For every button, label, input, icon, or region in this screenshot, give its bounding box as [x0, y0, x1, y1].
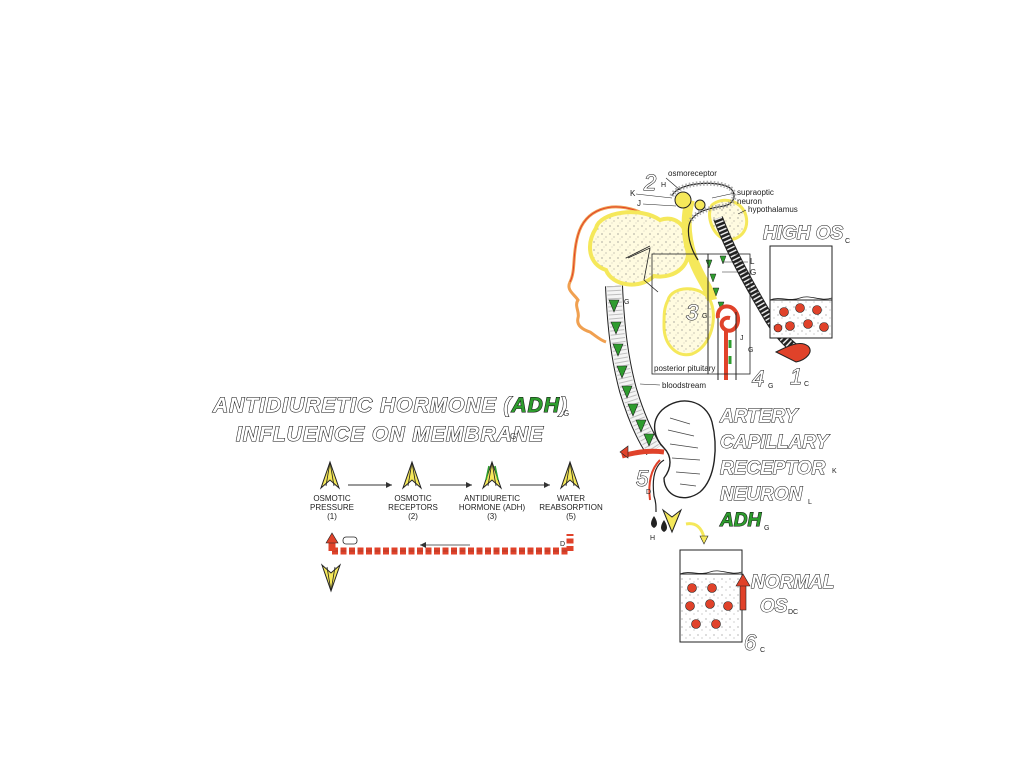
svg-text:OSMOTIC: OSMOTIC: [394, 494, 432, 503]
feedback-loop: D: [325, 532, 574, 555]
svg-text:G: G: [768, 383, 773, 390]
svg-text:WATER: WATER: [557, 494, 585, 503]
kidney-illustration: H 5 D: [619, 400, 716, 545]
legend-receptor: RECEPTOR: [720, 458, 826, 479]
legend: ARTERY CAPILLARY RECEPTOR K NEURON L ADH…: [719, 406, 838, 533]
svg-text:H: H: [650, 535, 655, 542]
svg-text:DC: DC: [788, 609, 798, 616]
svg-text:L: L: [750, 257, 755, 266]
svg-text:G: G: [702, 313, 707, 320]
svg-text:G: G: [750, 268, 756, 277]
title-line1: ANTIDIURETIC HORMONE (ADH): [212, 394, 568, 417]
head-illustration: osmoreceptor supraoptic neuron hypothala…: [567, 169, 811, 455]
flow-row: OSMOTIC PRESSURE (1) OSMOTIC RECEPTORS (…: [310, 460, 603, 593]
flow-arrow: [510, 482, 550, 488]
normal-os-panel: NORMAL OS DC 6 C: [679, 549, 835, 656]
svg-text:OSMOTIC: OSMOTIC: [313, 494, 351, 503]
svg-text:C: C: [845, 238, 850, 245]
title-line1-mark: G: [563, 409, 569, 418]
title-line2: INFLUENCE ON MEMBRANE: [236, 423, 544, 446]
droplet-icon: [661, 520, 667, 532]
title-line2-mark: G': [510, 432, 518, 441]
number-1: 1: [790, 364, 802, 389]
svg-text:K: K: [630, 189, 636, 198]
artery-end: [774, 343, 811, 363]
flow-arrow: [348, 482, 392, 488]
high-os-panel: HIGH OS C: [763, 223, 850, 339]
label-posterior-pituitary: posterior pituitary: [654, 364, 715, 373]
number-3: 3: [686, 300, 699, 325]
receptor-icon: [481, 460, 503, 490]
anterior-pituitary: [662, 287, 715, 357]
receptor-icon: [661, 508, 683, 534]
label-hypothalamus: hypothalamus: [748, 205, 798, 214]
svg-text:(5): (5): [566, 512, 576, 521]
receptor-icon: [319, 460, 341, 490]
receptor-down-icon: [320, 563, 342, 593]
label-bloodstream: bloodstream: [662, 381, 706, 390]
capillary-knot: [715, 304, 741, 380]
svg-text:C: C: [804, 381, 809, 388]
capsule-icon: [342, 536, 358, 545]
number-5: 5: [636, 466, 649, 491]
receptor-icon: [559, 460, 581, 490]
label-neuron: neuron: [737, 197, 762, 206]
svg-text:G: G: [748, 347, 753, 354]
legend-capillary: CAPILLARY: [720, 432, 831, 453]
svg-text:G: G: [624, 299, 629, 306]
up-arrow-icon: [739, 583, 747, 611]
svg-text:(1): (1): [327, 512, 337, 521]
flow-step-5: WATER REABSORPTION (5): [539, 494, 603, 521]
svg-text:PRESSURE: PRESSURE: [310, 503, 354, 512]
legend-adh: ADH: [719, 510, 762, 531]
svg-text:G: G: [764, 525, 769, 532]
flow-step-1: OSMOTIC PRESSURE (1): [310, 494, 354, 521]
title-block: ANTIDIURETIC HORMONE (ADH) G INFLUENCE O…: [211, 393, 569, 446]
svg-text:I: I: [756, 289, 758, 298]
number-2: 2: [643, 170, 656, 195]
feedback-mark: D: [560, 541, 565, 548]
osmoreceptor-cell: [674, 191, 692, 209]
brain: [588, 210, 690, 287]
normal-os-label-2: OS: [760, 596, 788, 617]
adh-arrows-bloodstream: [608, 299, 655, 447]
svg-text:J: J: [740, 335, 744, 342]
svg-text:(2): (2): [408, 512, 418, 521]
svg-text:C: C: [760, 647, 765, 654]
svg-text:K: K: [832, 468, 837, 475]
svg-text:J: J: [637, 199, 641, 208]
flow-arrow: [430, 482, 472, 488]
label-osmoreceptor: osmoreceptor: [668, 169, 717, 178]
svg-text:REABSORPTION: REABSORPTION: [539, 503, 603, 512]
svg-text:RECEPTORS: RECEPTORS: [388, 503, 438, 512]
flow-step-3: ANTIDIURETIC HORMONE (ADH) (3): [459, 494, 526, 521]
svg-text:D: D: [646, 489, 651, 496]
number-6: 6: [744, 630, 757, 655]
svg-text:(3): (3): [487, 512, 497, 521]
legend-artery: ARTERY: [719, 406, 800, 427]
droplet-icon: [651, 516, 657, 528]
number-4: 4: [752, 366, 764, 391]
svg-text:HORMONE (ADH): HORMONE (ADH): [459, 503, 526, 512]
kidney: [654, 400, 716, 499]
svg-text:ANTIDIURETIC: ANTIDIURETIC: [464, 494, 520, 503]
normal-os-label-1: NORMAL: [751, 572, 834, 593]
high-os-label: HIGH OS: [763, 223, 844, 244]
receptor-icon: [401, 460, 423, 490]
label-supraoptic: supraoptic: [737, 188, 774, 197]
legend-neuron: NEURON: [720, 484, 804, 505]
svg-text:L: L: [808, 499, 812, 506]
flow-step-2: OSMOTIC RECEPTORS (2): [388, 494, 438, 521]
svg-text:H: H: [661, 182, 666, 189]
curved-arrow: [685, 522, 706, 539]
